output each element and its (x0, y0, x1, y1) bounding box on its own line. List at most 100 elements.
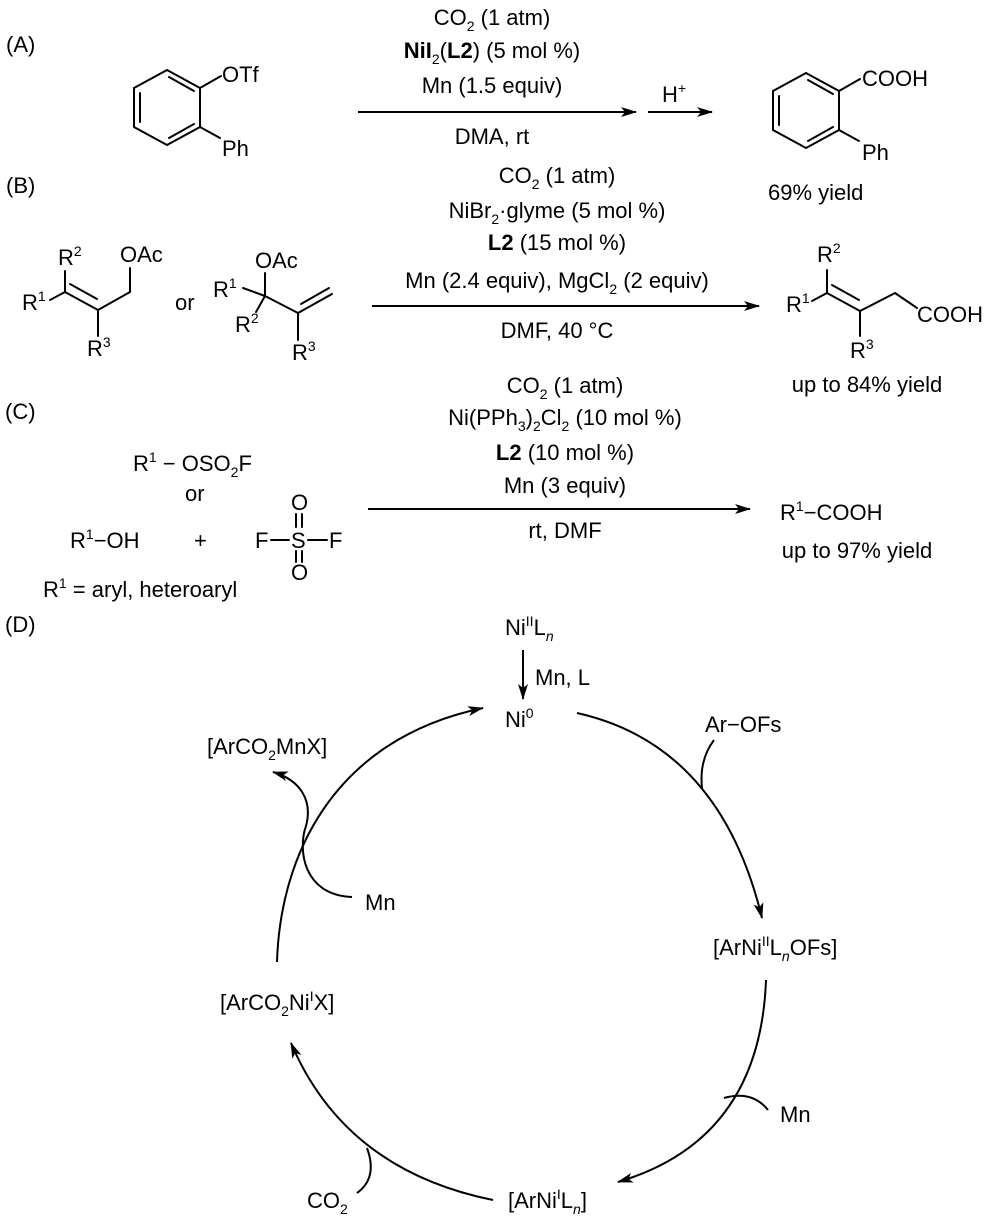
condition-reductant: Mn (1.5 equiv) (422, 73, 563, 98)
text-segment: [ArNi (508, 1188, 557, 1213)
text-segment: Ni (505, 707, 526, 732)
text-segment: ·glyme (5 mol %) (499, 198, 665, 223)
text-segment: 1 (86, 526, 94, 542)
condition-ligand: L2 (15 mol %) (488, 230, 626, 255)
text-segment: DMA, rt (455, 124, 530, 149)
text-segment: or (185, 481, 205, 506)
yield-b: up to 84% yield (792, 372, 942, 397)
text-segment: Mn (2.4 equiv), MgCl (405, 268, 609, 293)
o-bottom-label: O (291, 560, 308, 585)
carboxylic-acid-product: R1−COOH (780, 498, 883, 525)
cycle-arrow-oxidative-addition (576, 712, 764, 919)
reductant-label-right: Mn (780, 1102, 811, 1127)
text-segment: OTf (222, 62, 260, 87)
text-segment: up to 84% yield (792, 372, 942, 397)
r2-label: R2 (817, 240, 841, 267)
text-segment: Ph (862, 140, 889, 165)
text-segment: X] (314, 990, 335, 1015)
product-release-arrow (272, 771, 353, 898)
r1-label: R1 (786, 290, 810, 317)
condition-reductant: Mn (3 equiv) (504, 473, 626, 498)
carboxylic-acid-product-structure: R2 R1 R3 COOH (786, 240, 983, 363)
text-segment: II (762, 933, 770, 949)
condition-catalyst: Ni(PPh3)2Cl2 (10 mol %) (448, 405, 682, 434)
text-segment: R (235, 312, 251, 337)
text-segment: − OSO (157, 451, 231, 476)
text-segment: (10 mol %) (522, 440, 634, 465)
text-segment: or (175, 290, 195, 315)
ni0-label: Ni0 (505, 705, 534, 732)
text-segment: (10 mol %) (569, 405, 681, 430)
panel-a-label: (A) (6, 32, 35, 57)
text-segment: CO (507, 373, 540, 398)
s-label: S (291, 528, 306, 553)
text-segment: (1 atm) (475, 5, 551, 30)
text-segment: Ni (289, 990, 310, 1015)
text-segment: ) (526, 405, 533, 430)
substrate-entry-hook (700, 739, 715, 789)
text-segment: Ni(PPh (448, 405, 518, 430)
oac-label: OAc (120, 242, 163, 267)
text-segment: F (238, 451, 251, 476)
text-segment: I (557, 1186, 561, 1202)
biphenyl-carboxylic-acid-structure: COOH Ph (772, 66, 928, 165)
text-segment: (A) (6, 32, 35, 57)
condition-catalyst: NiI2(L2) (5 mol %) (404, 38, 581, 67)
text-segment: L2 (496, 440, 522, 465)
precatalyst-label: NiIILn (505, 613, 554, 644)
text-segment: = aryl, heteroaryl (67, 577, 238, 602)
reductant-entry-hook (723, 1094, 769, 1111)
text-segment: 2 (609, 281, 617, 297)
text-segment: 3 (866, 336, 874, 352)
substrate-label: Ar−OFs (705, 712, 781, 737)
text-segment: 2 (533, 418, 541, 434)
condition-co2: CO2 (1 atm) (507, 373, 624, 402)
text-segment: CO (434, 5, 467, 30)
or-label: or (185, 481, 205, 506)
text-segment: + (678, 80, 686, 96)
text-segment: R (70, 528, 86, 553)
text-segment: 2 (540, 386, 548, 402)
cooh-label: COOH (917, 302, 983, 327)
text-segment: OAc (255, 248, 298, 273)
text-segment: NiBr (449, 198, 492, 223)
condition-reductant: Mn (2.4 equiv), MgCl2 (2 equiv) (405, 268, 709, 297)
text-segment: Mn (365, 890, 396, 915)
text-segment: (C) (5, 399, 36, 424)
activation-label: Mn, L (535, 665, 590, 690)
text-segment: Ni (505, 615, 526, 640)
text-segment: 2 (491, 211, 499, 227)
text-segment: 2 (231, 464, 239, 480)
text-segment: Mn (780, 1102, 811, 1127)
text-segment: I (310, 988, 314, 1004)
text-segment: (15 mol %) (514, 230, 626, 255)
sulfuryl-fluoride-structure: F S F O O (255, 490, 342, 585)
or-label: or (175, 290, 195, 315)
ph-label: Ph (862, 140, 889, 165)
text-segment: O (291, 560, 308, 585)
text-segment: (2 equiv) (617, 268, 709, 293)
text-segment: 2 (340, 1201, 348, 1217)
condition-catalyst: NiBr2·glyme (5 mol %) (449, 198, 666, 227)
text-segment: II (526, 613, 534, 629)
text-segment: 3 (308, 338, 316, 354)
r3-label: R3 (292, 338, 316, 365)
text-segment: R (58, 245, 74, 270)
text-segment: 1 (38, 288, 46, 304)
oac-label: OAc (255, 248, 298, 273)
text-segment: L2 (488, 230, 514, 255)
text-segment: + (194, 528, 207, 553)
text-segment: 1 (59, 575, 67, 591)
panel-b-label: (B) (6, 173, 35, 198)
text-segment: Mn (1.5 equiv) (422, 73, 563, 98)
text-segment: R (213, 277, 229, 302)
text-segment: ) (5 mol %) (473, 38, 581, 63)
text-segment: R (87, 336, 103, 361)
text-segment: [ArNi (713, 935, 762, 960)
text-segment: 2 (562, 418, 570, 434)
r2-label: R2 (58, 243, 82, 270)
text-segment: DMF, 40 °C (501, 318, 614, 343)
text-segment: (B) (6, 173, 35, 198)
ph-label: Ph (222, 136, 249, 161)
plus-sign: + (194, 528, 207, 553)
